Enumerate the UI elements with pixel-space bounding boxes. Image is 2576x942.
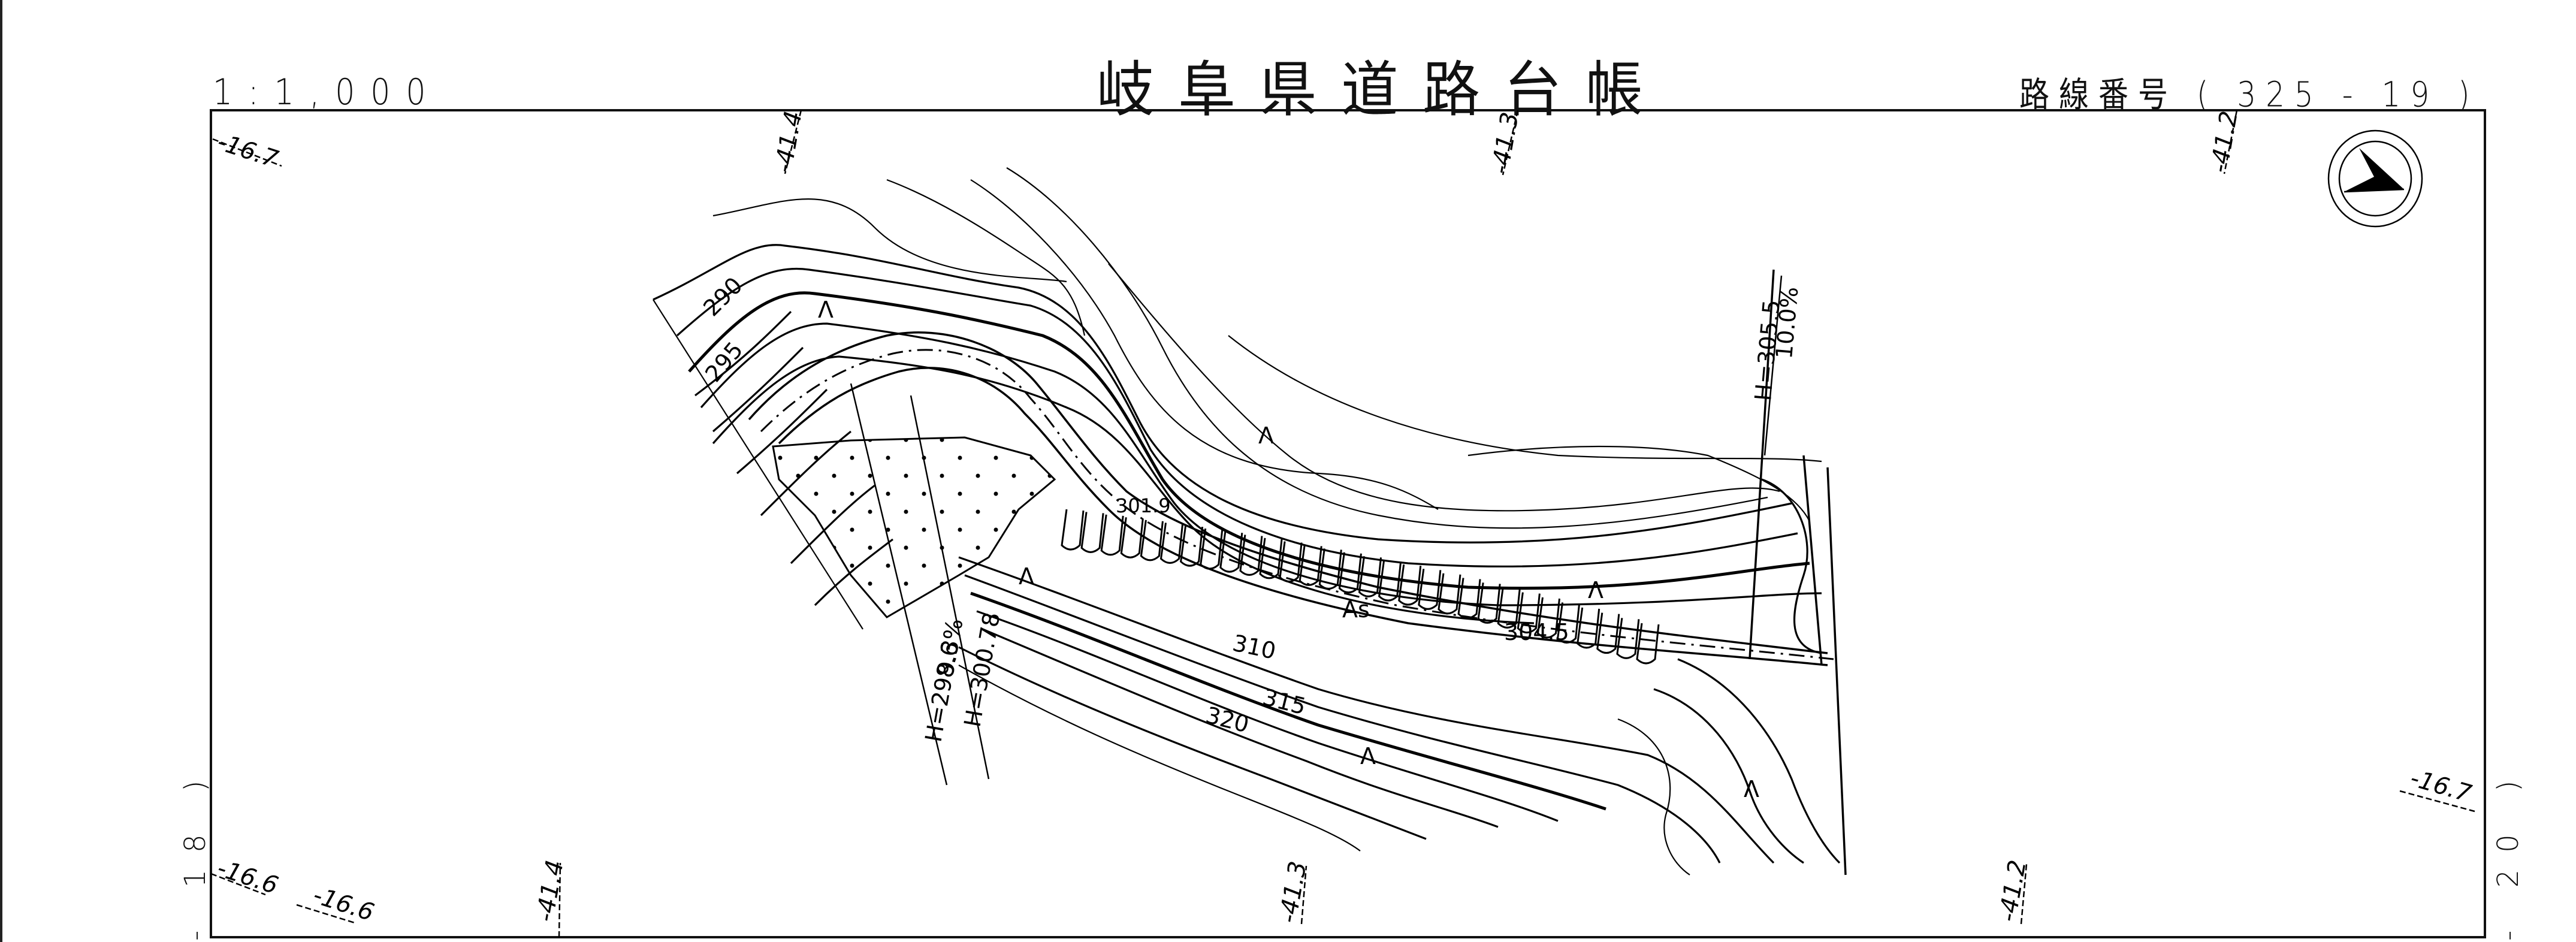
vegetation-symbol: Λ bbox=[1588, 577, 1603, 603]
grade-label-pct-10-0: 10.0% bbox=[1771, 286, 1803, 360]
vegetation-symbol: Λ bbox=[1744, 776, 1759, 802]
retaining-wall-block bbox=[1061, 509, 1085, 551]
retaining-wall-block bbox=[1120, 517, 1144, 558]
retaining-wall-block bbox=[1438, 573, 1461, 615]
retaining-wall-block bbox=[1338, 552, 1362, 594]
retaining-wall-block bbox=[1100, 514, 1124, 556]
retaining-wall-block bbox=[1279, 541, 1303, 582]
contour-label-290: 290 bbox=[698, 272, 747, 321]
grid-ticks bbox=[210, 110, 2475, 938]
retaining-wall-block bbox=[1378, 560, 1402, 602]
grid-label-top-3: -41.2 bbox=[2206, 109, 2243, 175]
retaining-wall-block bbox=[1577, 607, 1600, 649]
retaining-wall-block bbox=[1536, 597, 1560, 639]
contour-lines-upper bbox=[653, 167, 1822, 654]
retaining-wall-block bbox=[1517, 592, 1541, 634]
retaining-wall-block bbox=[1200, 528, 1224, 570]
north-arrow-icon bbox=[2327, 129, 2423, 228]
retaining-wall-block bbox=[1259, 538, 1283, 579]
grid-label-left-1: -16.7 bbox=[214, 128, 282, 174]
road-edges bbox=[748, 269, 1847, 875]
vegetation-symbol: Λ bbox=[1019, 563, 1034, 590]
vegetation-symbol: Λ bbox=[1258, 422, 1274, 449]
grid-label-right-1: -16.7 bbox=[2407, 764, 2475, 808]
retaining-wall-block bbox=[1616, 618, 1640, 659]
pavement-label: As bbox=[1342, 596, 1370, 623]
contour-label-320: 320 bbox=[1203, 702, 1252, 738]
vegetation-symbol: Λ bbox=[1360, 743, 1376, 769]
retaining-wall-block bbox=[1159, 523, 1184, 564]
retaining-wall-block bbox=[1457, 578, 1481, 619]
retaining-wall-block bbox=[1497, 587, 1521, 629]
contour-label-295: 295 bbox=[700, 337, 748, 387]
page-title: 岐阜県道路台帳 bbox=[1097, 55, 1667, 125]
grid-label-top-2: -41.3 bbox=[1487, 110, 1524, 176]
route-number: 路線番号 ( 325 - 19 ) bbox=[2019, 74, 2480, 115]
retaining-wall-block bbox=[1636, 623, 1660, 665]
retaining-wall-block bbox=[1557, 602, 1581, 644]
retaining-wall-block bbox=[1219, 531, 1243, 573]
elevation-label-304-5: 304.5 bbox=[1504, 619, 1569, 645]
retaining-wall bbox=[1061, 509, 1660, 665]
retaining-wall-block bbox=[1477, 582, 1501, 624]
map-frame bbox=[210, 109, 2486, 938]
retaining-wall-block bbox=[1080, 512, 1104, 553]
retaining-wall-block bbox=[1318, 548, 1342, 590]
contour-label-315: 315 bbox=[1260, 684, 1309, 720]
retaining-wall-block bbox=[1298, 545, 1322, 586]
retaining-wall-block bbox=[1140, 520, 1164, 561]
retaining-wall-block bbox=[1596, 612, 1620, 654]
retaining-wall-block bbox=[1180, 526, 1204, 567]
vegetation-symbol: Λ bbox=[818, 297, 833, 323]
paved-area bbox=[772, 436, 1056, 618]
grid-label-bottom-2: -41.3 bbox=[1275, 859, 1312, 925]
retaining-wall-block bbox=[1418, 569, 1442, 610]
retaining-wall-block bbox=[1358, 556, 1382, 597]
map-scale: 1:1,000 bbox=[213, 72, 442, 113]
grid-label-bottom-1: -41.4 bbox=[531, 858, 569, 924]
grade-lines bbox=[850, 275, 1783, 786]
elevation-label-301-9: 301.9 bbox=[1116, 494, 1171, 517]
sheet-left-edge bbox=[0, 0, 2, 942]
retaining-wall-block bbox=[1239, 535, 1263, 576]
retaining-wall-block bbox=[1398, 564, 1422, 606]
contour-lines-lower bbox=[958, 556, 1841, 875]
grid-label-left-2: -16.6 bbox=[214, 855, 282, 900]
grade-label-pct-9-3: 9.3% bbox=[932, 617, 968, 678]
grid-label-top-1: -41.4 bbox=[770, 109, 808, 175]
grid-label-bottom-3: -41.2 bbox=[1994, 858, 2032, 924]
